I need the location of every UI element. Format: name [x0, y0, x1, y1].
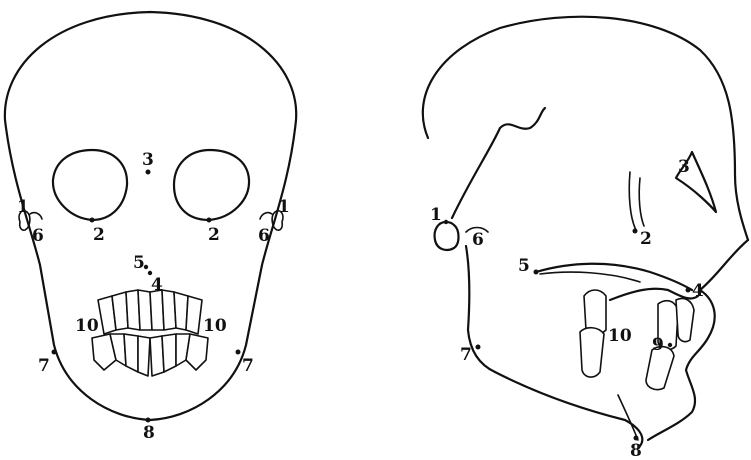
lateral-orbit-line-2	[639, 178, 644, 226]
lateral-landmark-4-dot	[686, 288, 691, 293]
lateral-landmark-2-dot	[633, 229, 638, 234]
lateral-landmark-1-dot	[444, 220, 448, 224]
frontal-label-7-right: 7	[242, 356, 254, 376]
lateral-dentition	[580, 290, 694, 390]
right-orbit	[174, 150, 249, 220]
frontal-label-4: 4	[151, 275, 163, 295]
left-condyle	[30, 213, 42, 219]
frontal-skull-view: 3 2 2 1 1 6 6 5 4 10 10 7 7 8	[5, 12, 296, 443]
frontal-label-8: 8	[143, 423, 155, 443]
right-condyle	[260, 213, 272, 219]
lateral-landmark-5-dot	[534, 270, 539, 275]
lateral-chin	[618, 395, 638, 440]
lateral-label-7: 7	[460, 345, 472, 365]
lateral-label-6: 6	[472, 230, 484, 250]
lateral-palatal-line-lower	[540, 272, 640, 282]
frontal-landmark-7-left-dot	[52, 350, 57, 355]
lateral-orbit-line-1	[629, 172, 636, 230]
lateral-label-3: 3	[678, 157, 690, 177]
frontal-label-1-left: 1	[17, 197, 29, 217]
lateral-label-9: 9	[652, 335, 664, 355]
lateral-label-8: 8	[630, 441, 642, 460]
frontal-label-1-right: 1	[278, 197, 290, 217]
frontal-landmark-8-dot	[146, 418, 151, 423]
frontal-label-2-left: 2	[93, 225, 105, 245]
frontal-dentition	[92, 290, 208, 376]
frontal-label-10-left: 10	[75, 316, 99, 336]
lateral-landmark-7-dot	[476, 345, 481, 350]
frontal-landmark-7-right-dot	[236, 350, 241, 355]
lateral-label-4: 4	[692, 281, 704, 301]
lateral-ear-outline	[435, 222, 459, 250]
frontal-label-5: 5	[133, 253, 145, 273]
lateral-palatal-line	[536, 264, 692, 290]
lateral-label-2: 2	[640, 229, 652, 249]
lateral-landmark-8-dot	[634, 436, 639, 441]
lateral-temple-contour	[452, 108, 545, 218]
lateral-skull-view: 1 6 3 2 5 4 10 9 7 8	[423, 17, 748, 460]
frontal-label-10-right: 10	[203, 316, 227, 336]
lateral-mandible	[495, 372, 642, 446]
lateral-label-10: 10	[608, 326, 632, 346]
frontal-label-6-right: 6	[258, 226, 270, 246]
frontal-label-7-left: 7	[38, 356, 50, 376]
frontal-landmark-3-dot	[146, 170, 151, 175]
lateral-landmark-9-dot	[668, 343, 672, 347]
lateral-label-1: 1	[430, 205, 442, 225]
frontal-landmark-2-right-dot	[207, 218, 212, 223]
left-orbit	[53, 150, 127, 220]
frontal-label-6-left: 6	[32, 226, 44, 246]
frontal-label-3: 3	[142, 150, 154, 170]
frontal-landmark-2-left-dot	[90, 218, 95, 223]
frontal-label-2-right: 2	[208, 225, 220, 245]
lateral-cranium-outline	[423, 17, 748, 240]
lateral-label-5: 5	[518, 256, 530, 276]
